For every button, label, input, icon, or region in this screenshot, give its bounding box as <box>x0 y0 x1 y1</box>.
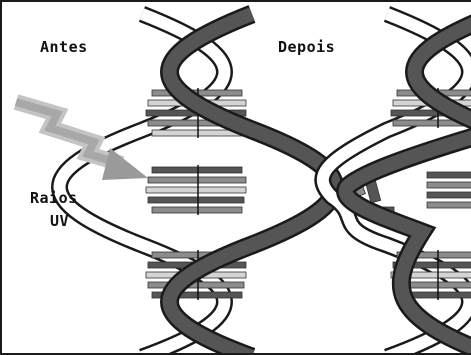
base-pairs-middle <box>146 165 246 215</box>
label-uv: UV <box>50 212 69 230</box>
uv-arrowhead <box>102 148 148 180</box>
helix-front-strand <box>170 14 335 355</box>
dna-helix-before <box>60 14 335 355</box>
label-after: Depois <box>278 38 335 56</box>
label-before: Antes <box>40 38 88 56</box>
label-uv-rays: Raios <box>30 189 78 207</box>
dna-helix-after <box>323 14 471 355</box>
helix-back-strand <box>60 14 225 355</box>
